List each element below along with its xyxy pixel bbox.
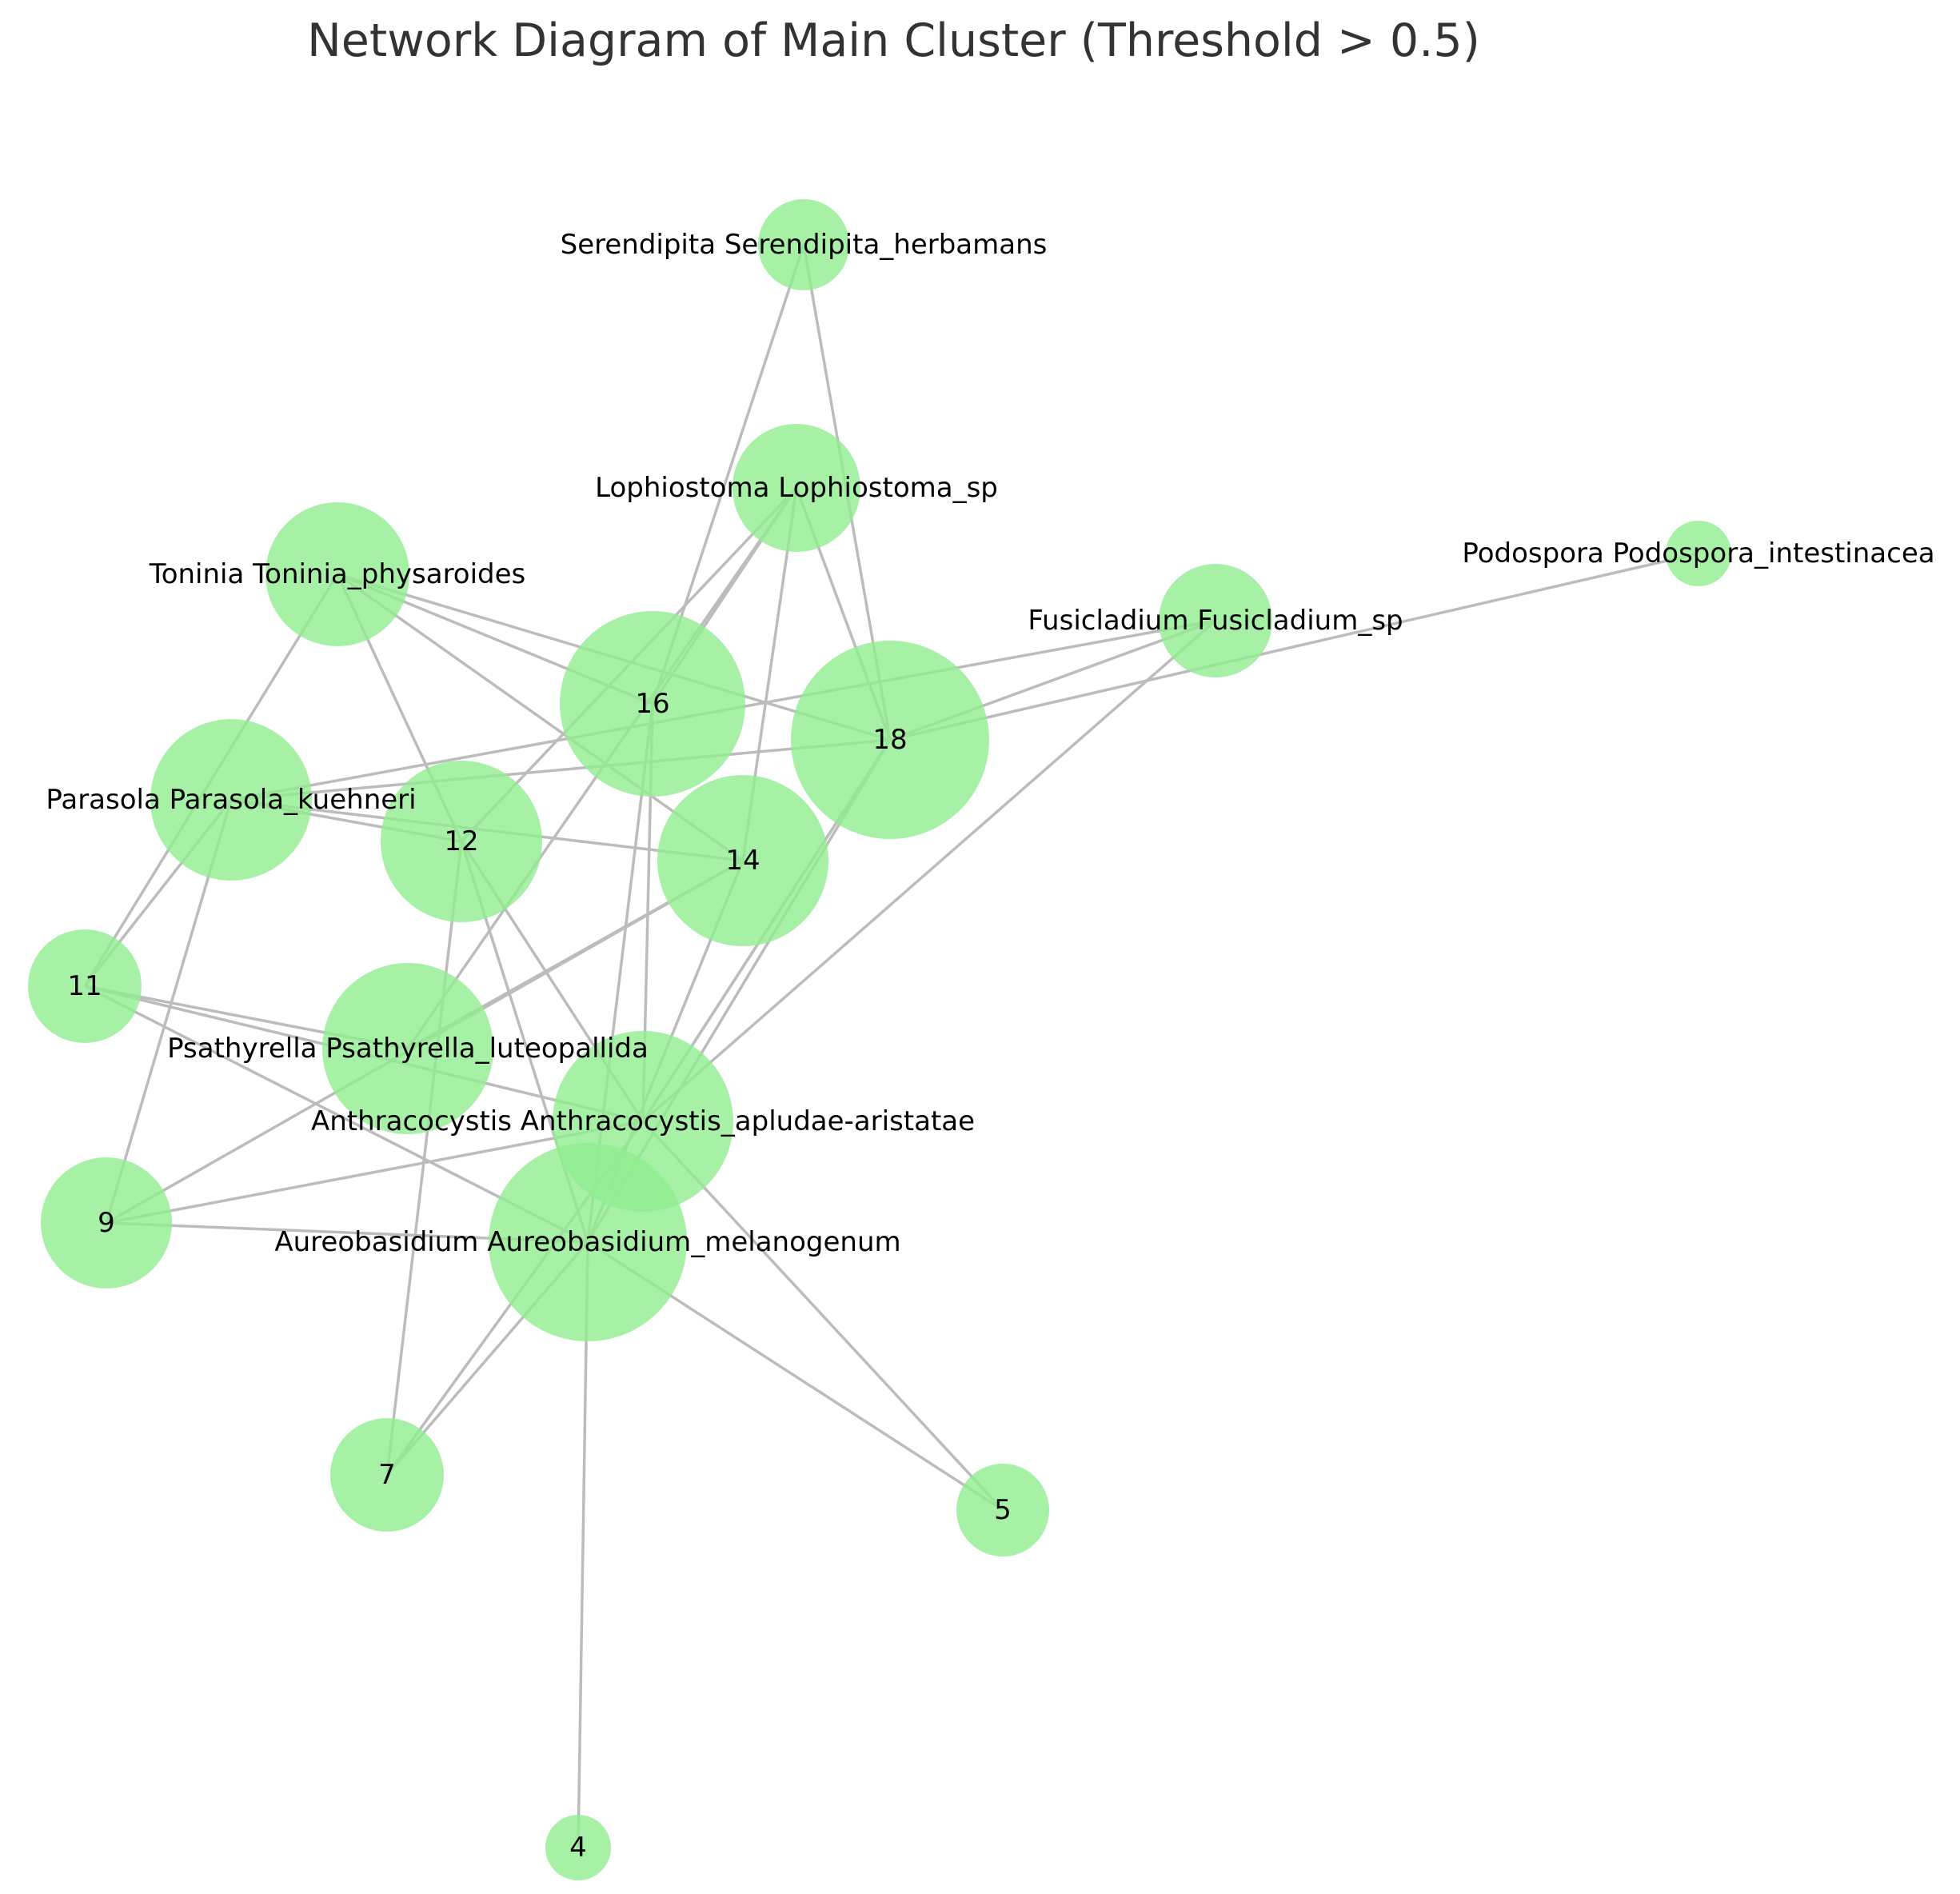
node-label-fusicladium: Fusicladium Fusicladium_sp <box>1028 605 1403 637</box>
node-n4 <box>545 1815 611 1880</box>
node-n14 <box>657 775 828 946</box>
node-n9 <box>41 1157 172 1289</box>
node-label-serendipita: Serendipita Serendipita_herbamans <box>561 229 1048 261</box>
node-label-n5: 5 <box>994 1494 1012 1526</box>
node-label-anthracocystis: Anthracocystis Anthracocystis_apludae-ar… <box>311 1105 975 1137</box>
node-label-n16: 16 <box>635 688 669 720</box>
node-n16 <box>560 611 745 797</box>
node-serendipita <box>758 199 849 290</box>
node-psathyrella <box>322 963 493 1134</box>
edge-n9-anthracocystis <box>106 1120 644 1225</box>
node-fusicladium <box>1159 564 1272 677</box>
node-label-toninia: Toninia Toninia_physaroides <box>149 558 526 590</box>
nodes-layer <box>28 199 1731 1880</box>
node-parasola <box>150 719 312 881</box>
node-label-n11: 11 <box>67 970 102 1002</box>
node-n11 <box>28 929 142 1043</box>
node-podospora <box>1666 521 1731 586</box>
edge-fusicladium-anthracocystis <box>641 619 1217 1123</box>
node-n12 <box>381 761 542 922</box>
node-toninia <box>265 502 409 646</box>
diagram-title: Network Diagram of Main Cluster (Thresho… <box>307 14 1480 67</box>
node-n18 <box>791 641 989 839</box>
node-lophiostoma <box>733 424 860 552</box>
node-label-psathyrella: Psathyrella Psathyrella_luteopallida <box>167 1033 649 1065</box>
node-label-n9: 9 <box>98 1207 115 1239</box>
node-label-n12: 12 <box>444 825 478 857</box>
node-label-n4: 4 <box>569 1832 587 1864</box>
edge-n18-parasola <box>230 738 891 801</box>
node-label-n18: 18 <box>872 724 907 756</box>
node-label-lophiostoma: Lophiostoma Lophiostoma_sp <box>595 472 998 504</box>
edge-aureobasidium-n4 <box>577 1241 589 1848</box>
node-n5 <box>956 1464 1049 1556</box>
node-label-parasola: Parasola Parasola_kuehneri <box>46 784 416 816</box>
node-label-podospora: Podospora Podospora_intestinacea <box>1462 537 1934 569</box>
node-label-aureobasidium: Aureobasidium Aureobasidium_melanogenum <box>274 1226 900 1258</box>
edge-podospora-n18 <box>889 552 1699 741</box>
node-label-n14: 14 <box>725 845 760 877</box>
node-aureobasidium <box>489 1143 687 1341</box>
node-label-n7: 7 <box>378 1459 396 1491</box>
labels-layer: Serendipita Serendipita_herbamansLophios… <box>46 229 1934 1864</box>
node-n7 <box>330 1418 444 1532</box>
